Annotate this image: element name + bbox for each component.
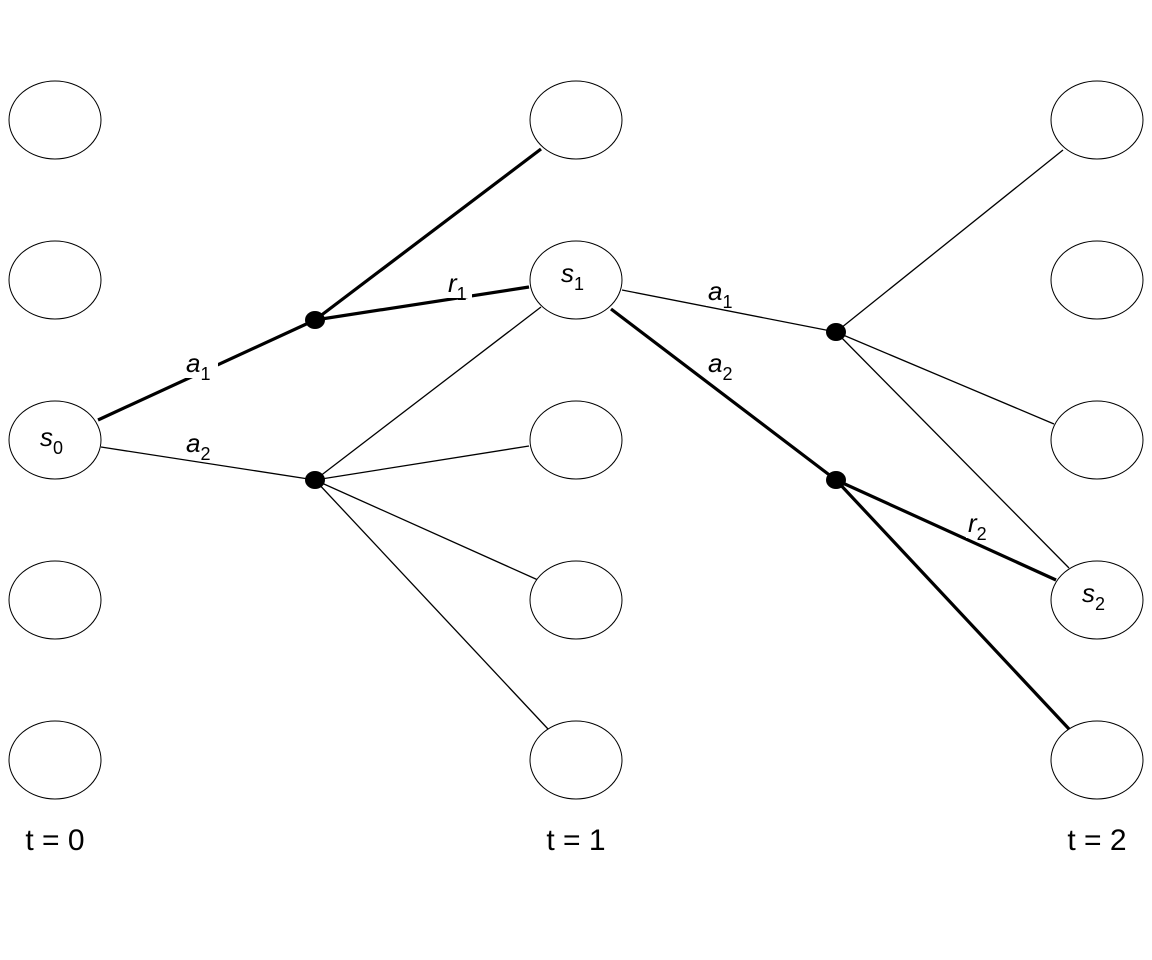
chance-node-s0-a1: [305, 311, 325, 329]
state-node: [8, 720, 102, 800]
time-label-t0: t = 0: [25, 824, 84, 857]
edge-d-outcome-s2: [835, 478, 1057, 582]
action-label-a2-t1: a2: [708, 348, 732, 384]
edge-a2-outcome-mid: [314, 445, 530, 481]
state-node-s2: [1050, 560, 1144, 640]
edge-a1-outcome-s1: [314, 285, 530, 322]
time-label-t1: t = 1: [546, 824, 605, 857]
state-label-s2: s2: [1082, 578, 1105, 614]
edge-s0-a2: [100, 446, 316, 481]
edge-a2-outcome-bottom: [314, 479, 549, 730]
state-node: [1050, 400, 1144, 480]
state-node: [529, 560, 623, 640]
state-label-s1: s1: [561, 258, 584, 294]
state-node-s1: [529, 240, 623, 320]
chance-node-s1-a1: [826, 323, 846, 341]
edge-s1-a1: [621, 289, 837, 333]
edge-c-outcome-s2: [835, 331, 1070, 569]
time-label-t2: t = 2: [1067, 824, 1126, 857]
state-node: [529, 720, 623, 800]
edge-a2-outcome-s1: [314, 306, 542, 481]
state-node: [1050, 80, 1144, 160]
action-label-a1-t1: a1: [708, 276, 732, 312]
edge-a2-outcome-low: [314, 479, 539, 581]
state-node-s0: [8, 400, 102, 480]
state-node: [529, 400, 623, 480]
state-node: [8, 560, 102, 640]
edge-a1-outcome-top: [314, 147, 542, 322]
state-node: [529, 80, 623, 160]
state-node: [1050, 240, 1144, 320]
chance-node-s1-a2: [826, 471, 846, 489]
state-node: [8, 80, 102, 160]
reward-label-r2: r2: [968, 508, 987, 544]
reward-label-r1: r1: [448, 268, 467, 304]
edge-c-outcome-mid: [835, 331, 1055, 425]
state-label-s0: s0: [40, 422, 63, 458]
edge-c-outcome-top: [835, 149, 1064, 333]
edge-s1-a2: [610, 307, 837, 482]
state-node: [1050, 720, 1144, 800]
edge-d-outcome-bottom: [834, 478, 1071, 731]
state-node: [8, 240, 102, 320]
chance-node-s0-a2: [305, 471, 325, 489]
action-label-a1-t0: a1: [186, 348, 210, 384]
action-label-a2-t0: a2: [186, 428, 210, 464]
